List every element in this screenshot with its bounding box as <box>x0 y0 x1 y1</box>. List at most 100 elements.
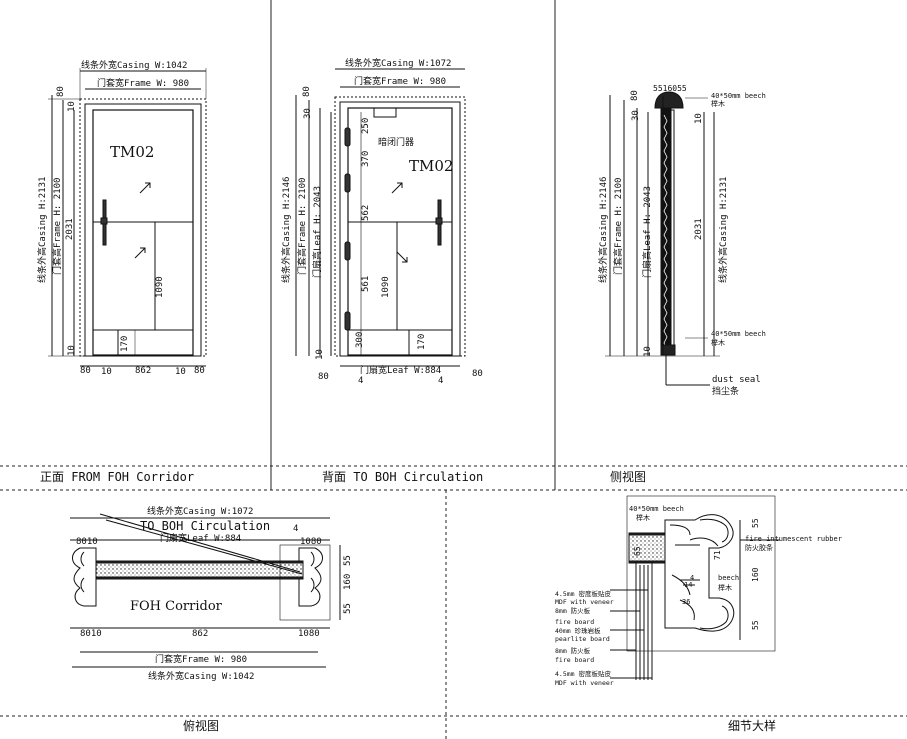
back-dim-170: 170 <box>417 334 427 350</box>
back-frame-width: 门套宽Frame W: 980 <box>354 75 446 87</box>
plan-dim-8010-top: 8010 <box>76 537 98 547</box>
layer-label: MDF with veneer <box>555 679 614 687</box>
plan-casing-width-top: 线条外宽Casing W:1072 <box>147 505 253 517</box>
back-dim-10: 10 <box>315 349 325 360</box>
side-beech-top: 40*50mm beech <box>711 92 766 100</box>
back-dim-80-right: 80 <box>472 369 483 379</box>
back-dim-561: 561 <box>361 276 371 292</box>
side-beech-bottom-cn: 榉木 <box>711 338 725 347</box>
front-dim-80: 80 <box>56 86 66 97</box>
detail-layer-list: 4.5mm 密度板贴皮 MDF with veneer 8mm 防火板 fire… <box>555 589 614 687</box>
detail-beech-cn: 榉木 <box>636 513 650 522</box>
plan-dim-1080-bottom: 1080 <box>298 629 320 639</box>
back-leaf-width: 门扇宽Leaf W:884 <box>360 364 441 376</box>
back-casing-width: 线条外宽Casing W:1072 <box>345 57 451 69</box>
layer-label: pearlite board <box>555 635 610 643</box>
back-casing-height: 线条外高Casing H:2146 <box>280 177 292 283</box>
detail-dim-4: 4 <box>690 574 694 582</box>
side-dim-30: 30 <box>631 110 641 121</box>
back-dim-300: 300 <box>355 332 365 348</box>
layer-label: 4.5mm 密度板贴皮 <box>555 589 611 598</box>
plan-dim-1080-top: 1080 <box>300 537 322 547</box>
side-dim-80: 80 <box>630 90 640 101</box>
back-dim-4-right: 4 <box>438 376 443 386</box>
detail-dim-36: 36 <box>682 598 690 606</box>
plan-dim-4: 4 <box>293 524 298 534</box>
plan-frame-width: 门套宽Frame W: 980 <box>155 653 247 665</box>
side-dim-10-top: 10 <box>694 113 704 124</box>
side-section <box>605 91 720 386</box>
plan-section <box>70 513 341 668</box>
back-frame-height: 门套高Frame H: 2100 <box>296 178 308 275</box>
side-leaf-height: 门扇高Leaf H: 2043 <box>641 186 653 278</box>
back-dim-80-left: 80 <box>318 372 329 382</box>
detail-dim-55-top: 55 <box>751 518 760 528</box>
back-caption: 背面 TO BOH Circulation <box>322 470 483 484</box>
back-dim-1090: 1090 <box>381 276 391 298</box>
plan-leaf-width: 门扇宽Leaf W:884 <box>160 532 241 544</box>
layer-label: 8mm 防火板 <box>555 646 591 655</box>
back-dim-562: 562 <box>361 205 371 221</box>
detail-beech2-label: beech <box>718 574 739 582</box>
back-dim-370: 370 <box>361 151 371 167</box>
layer-label: 8mm 防火板 <box>555 606 591 615</box>
plan-dim-55-bottom: 55 <box>343 603 353 614</box>
front-dim-2031: 2031 <box>65 218 75 240</box>
back-dim-80: 80 <box>302 86 312 97</box>
dust-seal-label: dust seal <box>712 375 761 385</box>
side-caption: 侧视图 <box>610 469 646 484</box>
side-casing-height: 线条外高Casing H:2146 <box>597 177 609 283</box>
front-dim-10-top: 10 <box>67 101 77 112</box>
side-dim-2031: 2031 <box>694 218 704 240</box>
plan-casing-width-bottom: 线条外宽Casing W:1042 <box>148 670 254 682</box>
front-dim-80-right: 80 <box>194 366 205 376</box>
front-caption: 正面 FROM FOH Corridor <box>40 470 194 484</box>
front-casing-width: 线条外宽Casing W:1042 <box>81 59 187 71</box>
side-casing-height-2: 线条外高Casing H:2131 <box>717 177 729 283</box>
layer-label: fire board <box>555 618 594 626</box>
back-elevation <box>295 68 466 367</box>
front-frame-height: 门套高Frame H: 2100 <box>51 178 63 275</box>
side-dim-10-bottom: 10 <box>643 346 653 357</box>
layer-label: 40mm 珍珠岩板 <box>555 626 601 635</box>
plan-dim-160: 160 <box>343 574 353 590</box>
front-casing-height: 线条外高Casing H:2131 <box>36 177 48 283</box>
back-door-tag: TM02 <box>409 157 453 175</box>
front-dim-10-right: 10 <box>175 367 186 377</box>
detail-dim-160: 160 <box>751 567 760 582</box>
detail-beech2-cn: 榉木 <box>718 583 732 592</box>
side-beech-top-cn: 榉木 <box>711 99 725 108</box>
concealed-closer-label: 暗闭门器 <box>378 136 414 148</box>
layer-label: MDF with veneer <box>555 598 614 606</box>
side-top-dims: 5516055 <box>653 84 687 93</box>
front-elevation <box>48 68 207 367</box>
back-leaf-height: 门扇高Leaf H: 2043 <box>311 186 323 278</box>
layer-label: fire board <box>555 656 594 664</box>
plan-dim-862: 862 <box>192 629 208 639</box>
front-dim-10-bottom: 10 <box>67 345 77 356</box>
plan-dim-8010-bottom: 8010 <box>80 629 102 639</box>
back-dim-4-left: 4 <box>358 376 363 386</box>
detail-dim-65: 65 <box>633 546 642 556</box>
detail-rubber-label: fire intumescent rubber <box>745 535 842 543</box>
dust-seal-cn: 挡尘条 <box>712 385 739 397</box>
front-dim-10-left: 10 <box>101 367 112 377</box>
plan-dim-55-top: 55 <box>343 555 353 566</box>
detail-rubber-cn: 防火胶条 <box>745 543 773 552</box>
front-dim-862: 862 <box>135 366 151 376</box>
plan-caption: 俯视图 <box>183 718 219 733</box>
detail-section <box>610 495 780 680</box>
back-dim-30: 30 <box>303 108 313 119</box>
side-beech-bottom: 40*50mm beech <box>711 330 766 338</box>
side-frame-height: 门套高Frame H: 2100 <box>612 178 624 275</box>
plan-foh-label: FOH Corridor <box>130 599 223 614</box>
detail-caption: 细节大样 <box>728 718 776 733</box>
front-door-tag: TM02 <box>110 143 154 161</box>
detail-dim-71: 71 <box>713 550 722 560</box>
front-dim-1090: 1090 <box>155 276 165 298</box>
plan-boh-label: TO BOH Circulation <box>140 519 270 533</box>
detail-beech-label: 40*50mm beech <box>629 505 684 513</box>
detail-dim-55-bottom: 55 <box>751 620 760 630</box>
